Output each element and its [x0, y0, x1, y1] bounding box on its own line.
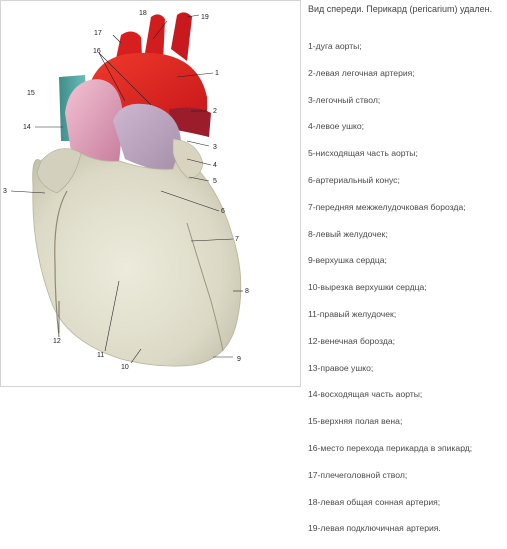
legend-item: 15-верхняя полая вена; [308, 416, 403, 427]
legend-list: 1-дуга аорты; 2-левая легочная артерия; … [308, 40, 472, 549]
legend-item: 5-нисходящая часть аорты; [308, 148, 418, 159]
label-8: 8 [245, 288, 249, 295]
legend-item: 8-левый желудочек; [308, 228, 388, 239]
heart-illustration: 18 19 17 16 1 15 2 14 3 4 5 3 6 7 8 12 1… [0, 0, 301, 387]
label-3: 3 [213, 144, 217, 151]
label-6: 6 [221, 208, 225, 215]
legend-item: 6-артериальный конус; [308, 174, 400, 185]
legend-item: 17-плечеголовной ствол; [308, 469, 408, 480]
legend-item: 9-верхушка сердца; [308, 255, 387, 266]
legend-item: 12-венечная борозда; [308, 335, 396, 346]
legend-item: 4-левое ушко; [308, 121, 365, 132]
legend-item: 11-правый желудочек; [308, 308, 397, 319]
left-subclavian-artery [171, 12, 192, 61]
legend-item: 2-левая легочная артерия; [308, 67, 415, 78]
label-7: 7 [235, 236, 239, 243]
legend-item: 3-легочный ствол; [308, 94, 381, 105]
label-1: 1 [215, 70, 219, 77]
label-5: 5 [213, 178, 217, 185]
ascending-aorta [65, 79, 123, 165]
pulmonary-trunk [113, 103, 181, 173]
left-common-carotid-artery [144, 14, 165, 63]
label-10: 10 [121, 364, 129, 371]
legend-item: 18-левая общая сонная артерия; [308, 496, 441, 507]
legend-item: 13-правое ушко; [308, 362, 374, 373]
label-3-left: 3 [3, 188, 7, 195]
figure-caption: Вид спереди. Перикард (pericarium) удале… [308, 4, 493, 14]
label-15: 15 [27, 90, 35, 97]
legend-item: 14-восходящая часть аорты; [308, 389, 423, 400]
label-11: 11 [97, 352, 104, 359]
label-4: 4 [213, 162, 217, 169]
label-14: 14 [23, 124, 31, 131]
anterior-interventricular-groove [186, 222, 224, 352]
left-pulmonary-artery [169, 107, 211, 137]
heart-drawing: 18 19 17 16 1 15 2 14 3 4 5 3 6 7 8 12 1… [3, 10, 249, 371]
label-12: 12 [53, 338, 61, 345]
coronary-sulcus [54, 190, 68, 338]
legend-item: 7-передняя межжелудочковая борозда; [308, 201, 466, 212]
legend-item: 19-левая подключичная артерия. [308, 523, 441, 534]
label-2: 2 [213, 108, 217, 115]
right-auricle [36, 148, 82, 194]
leader-lines [10, 14, 243, 364]
legend-item: 10-вырезка верхушки сердца; [308, 282, 427, 293]
label-9: 9 [237, 356, 241, 363]
legend-item: 1-дуга аорты; [308, 41, 362, 51]
label-18: 18 [139, 10, 147, 17]
label-19: 19 [201, 14, 209, 21]
label-16: 16 [93, 48, 101, 55]
label-17: 17 [94, 30, 102, 37]
legend-item: 16-место перехода перикарда в эпикард; [308, 442, 473, 453]
heart-body [32, 148, 242, 367]
